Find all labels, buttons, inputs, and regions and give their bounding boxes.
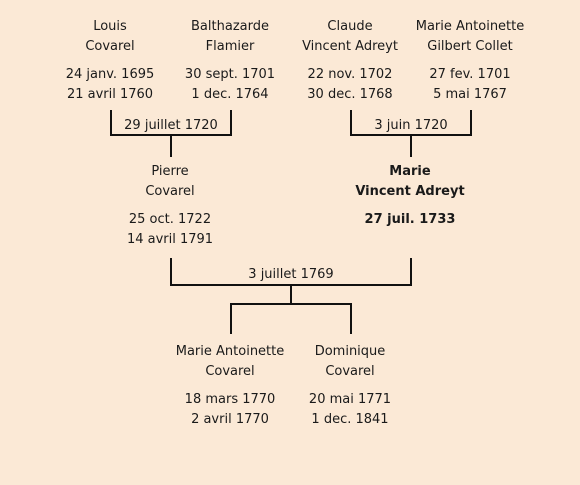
person-death-date: 1 dec. 1841 [311, 412, 389, 427]
person-surname: Covarel [205, 364, 255, 379]
person-given-name: Pierre [151, 164, 189, 179]
person-death-date: 1 dec. 1764 [191, 87, 269, 102]
person-birth-date: 27 fev. 1701 [429, 67, 511, 82]
person-surname: Covarel [85, 39, 135, 54]
person-dominique-covarel: Dominique Covarel 20 mai 1771 1 dec. 184… [275, 342, 425, 430]
person-surname: Flamier [205, 39, 255, 54]
person-death-date: 21 avril 1760 [66, 87, 154, 102]
person-given-name: Balthazarde [191, 19, 269, 34]
person-death-date: 14 avril 1791 [126, 232, 214, 247]
person-surname: Vincent Adreyt [302, 39, 398, 54]
marriage-date-louis-balthazarde: 29 juillet 1720 [124, 118, 218, 133]
person-birth-date: 18 mars 1770 [184, 392, 276, 407]
person-birth-date: 27 juil. 1733 [364, 212, 456, 227]
person-given-name: Marie [389, 164, 431, 179]
person-given-name: Dominique [314, 344, 386, 359]
person-balthazarde-flamier: Balthazarde Flamier 30 sept. 1701 1 dec.… [155, 17, 305, 105]
person-surname: Covarel [325, 364, 375, 379]
person-death-date: 2 avril 1770 [191, 412, 269, 427]
person-birth-date: 25 oct. 1722 [128, 212, 212, 227]
person-marie-vincent-adreyt: Marie Vincent Adreyt 27 juil. 1733 [335, 162, 485, 230]
person-given-name: Marie Antoinette [415, 19, 525, 34]
person-surname: Gilbert Collet [427, 39, 513, 54]
person-birth-date: 24 janv. 1695 [65, 67, 155, 82]
person-claude-vincent-adreyt: Claude Vincent Adreyt 22 nov. 1702 30 de… [275, 17, 425, 105]
marriage-date-claude-marie-antoinette: 3 juin 1720 [374, 118, 448, 133]
person-birth-date: 20 mai 1771 [308, 392, 392, 407]
person-given-name: Marie Antoinette [175, 344, 285, 359]
person-death-date: 5 mai 1767 [433, 87, 507, 102]
person-pierre-covarel: Pierre Covarel 25 oct. 1722 14 avril 179… [95, 162, 245, 250]
person-given-name: Louis [93, 19, 127, 34]
person-given-name: Claude [327, 19, 373, 34]
person-death-date: 30 dec. 1768 [307, 87, 393, 102]
person-surname: Covarel [145, 184, 195, 199]
person-marie-antoinette-gilbert-collet: Marie Antoinette Gilbert Collet 27 fev. … [395, 17, 545, 105]
person-birth-date: 22 nov. 1702 [307, 67, 393, 82]
person-marie-antoinette-covarel: Marie Antoinette Covarel 18 mars 1770 2 … [155, 342, 305, 430]
person-louis-covarel: Louis Covarel 24 janv. 1695 21 avril 176… [35, 17, 185, 105]
person-birth-date: 30 sept. 1701 [184, 67, 276, 82]
marriage-date-pierre-marie: 3 juillet 1769 [248, 267, 334, 282]
person-surname: Vincent Adreyt [355, 184, 465, 199]
